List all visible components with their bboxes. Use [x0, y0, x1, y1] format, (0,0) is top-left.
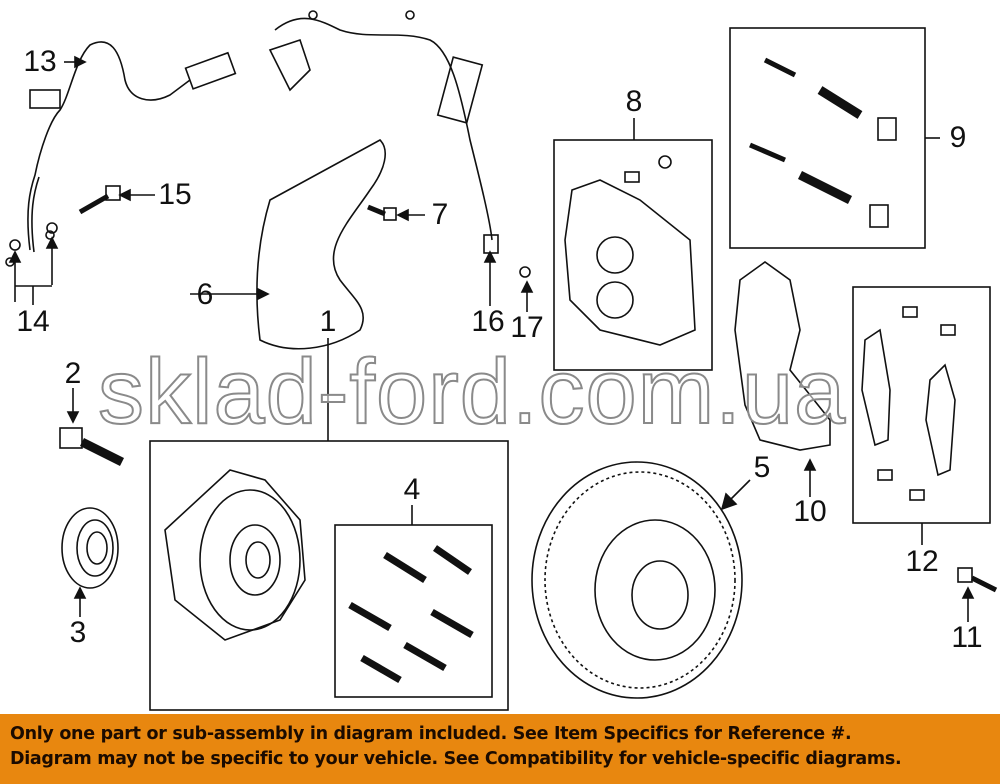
seal-3	[61, 507, 119, 589]
bolt-15	[78, 185, 121, 215]
clip-17	[519, 266, 531, 278]
callout-1: 1	[319, 305, 337, 338]
box-pad-kit	[852, 286, 991, 524]
disclaimer-line-1: Only one part or sub-assembly in diagram…	[10, 724, 852, 744]
callout-10: 10	[793, 495, 827, 528]
diagram-drawing	[5, 10, 998, 711]
box-wheel-studs	[334, 524, 493, 698]
box-caliper	[553, 139, 713, 371]
watermark: sklad-ford.com.ua	[97, 341, 847, 443]
wheel-hub-1	[164, 469, 306, 641]
callout-9: 9	[949, 121, 967, 154]
callout-3: 3	[69, 616, 87, 649]
callout-17: 17	[510, 311, 544, 344]
bolt-7	[367, 204, 397, 221]
leader-lines	[8, 55, 975, 622]
callout-6: 6	[196, 278, 214, 311]
bolt-11	[957, 567, 998, 593]
disclaimer-banner: Only one part or sub-assembly in diagram…	[0, 714, 1000, 784]
callout-12: 12	[905, 545, 939, 578]
callout-7: 7	[431, 198, 449, 231]
bolt-2	[59, 427, 125, 467]
dust-shield-6	[256, 139, 386, 350]
callout-8: 8	[625, 85, 643, 118]
caliper-8	[564, 155, 696, 346]
nuts-14	[9, 222, 58, 251]
caliper-bolts-9	[749, 57, 897, 228]
callout-13: 13	[23, 45, 57, 78]
callout-5: 5	[753, 451, 771, 484]
callout-16: 16	[471, 305, 505, 338]
abs-sensor-harness-16	[268, 10, 499, 254]
disclaimer-line-2: Diagram may not be specific to your vehi…	[10, 749, 902, 769]
brake-rotor-5	[531, 461, 743, 699]
caliper-bracket-10	[734, 261, 831, 451]
wheel-studs-4	[348, 545, 474, 684]
box-hub-assembly	[149, 440, 509, 711]
callout-4: 4	[403, 473, 421, 506]
abs-sensor-harness-13	[5, 41, 237, 267]
callout-15: 15	[158, 178, 192, 211]
callout-2: 2	[64, 357, 82, 390]
callout-14: 14	[16, 305, 50, 338]
callout-11: 11	[951, 621, 983, 654]
brake-pads-12	[861, 306, 956, 501]
